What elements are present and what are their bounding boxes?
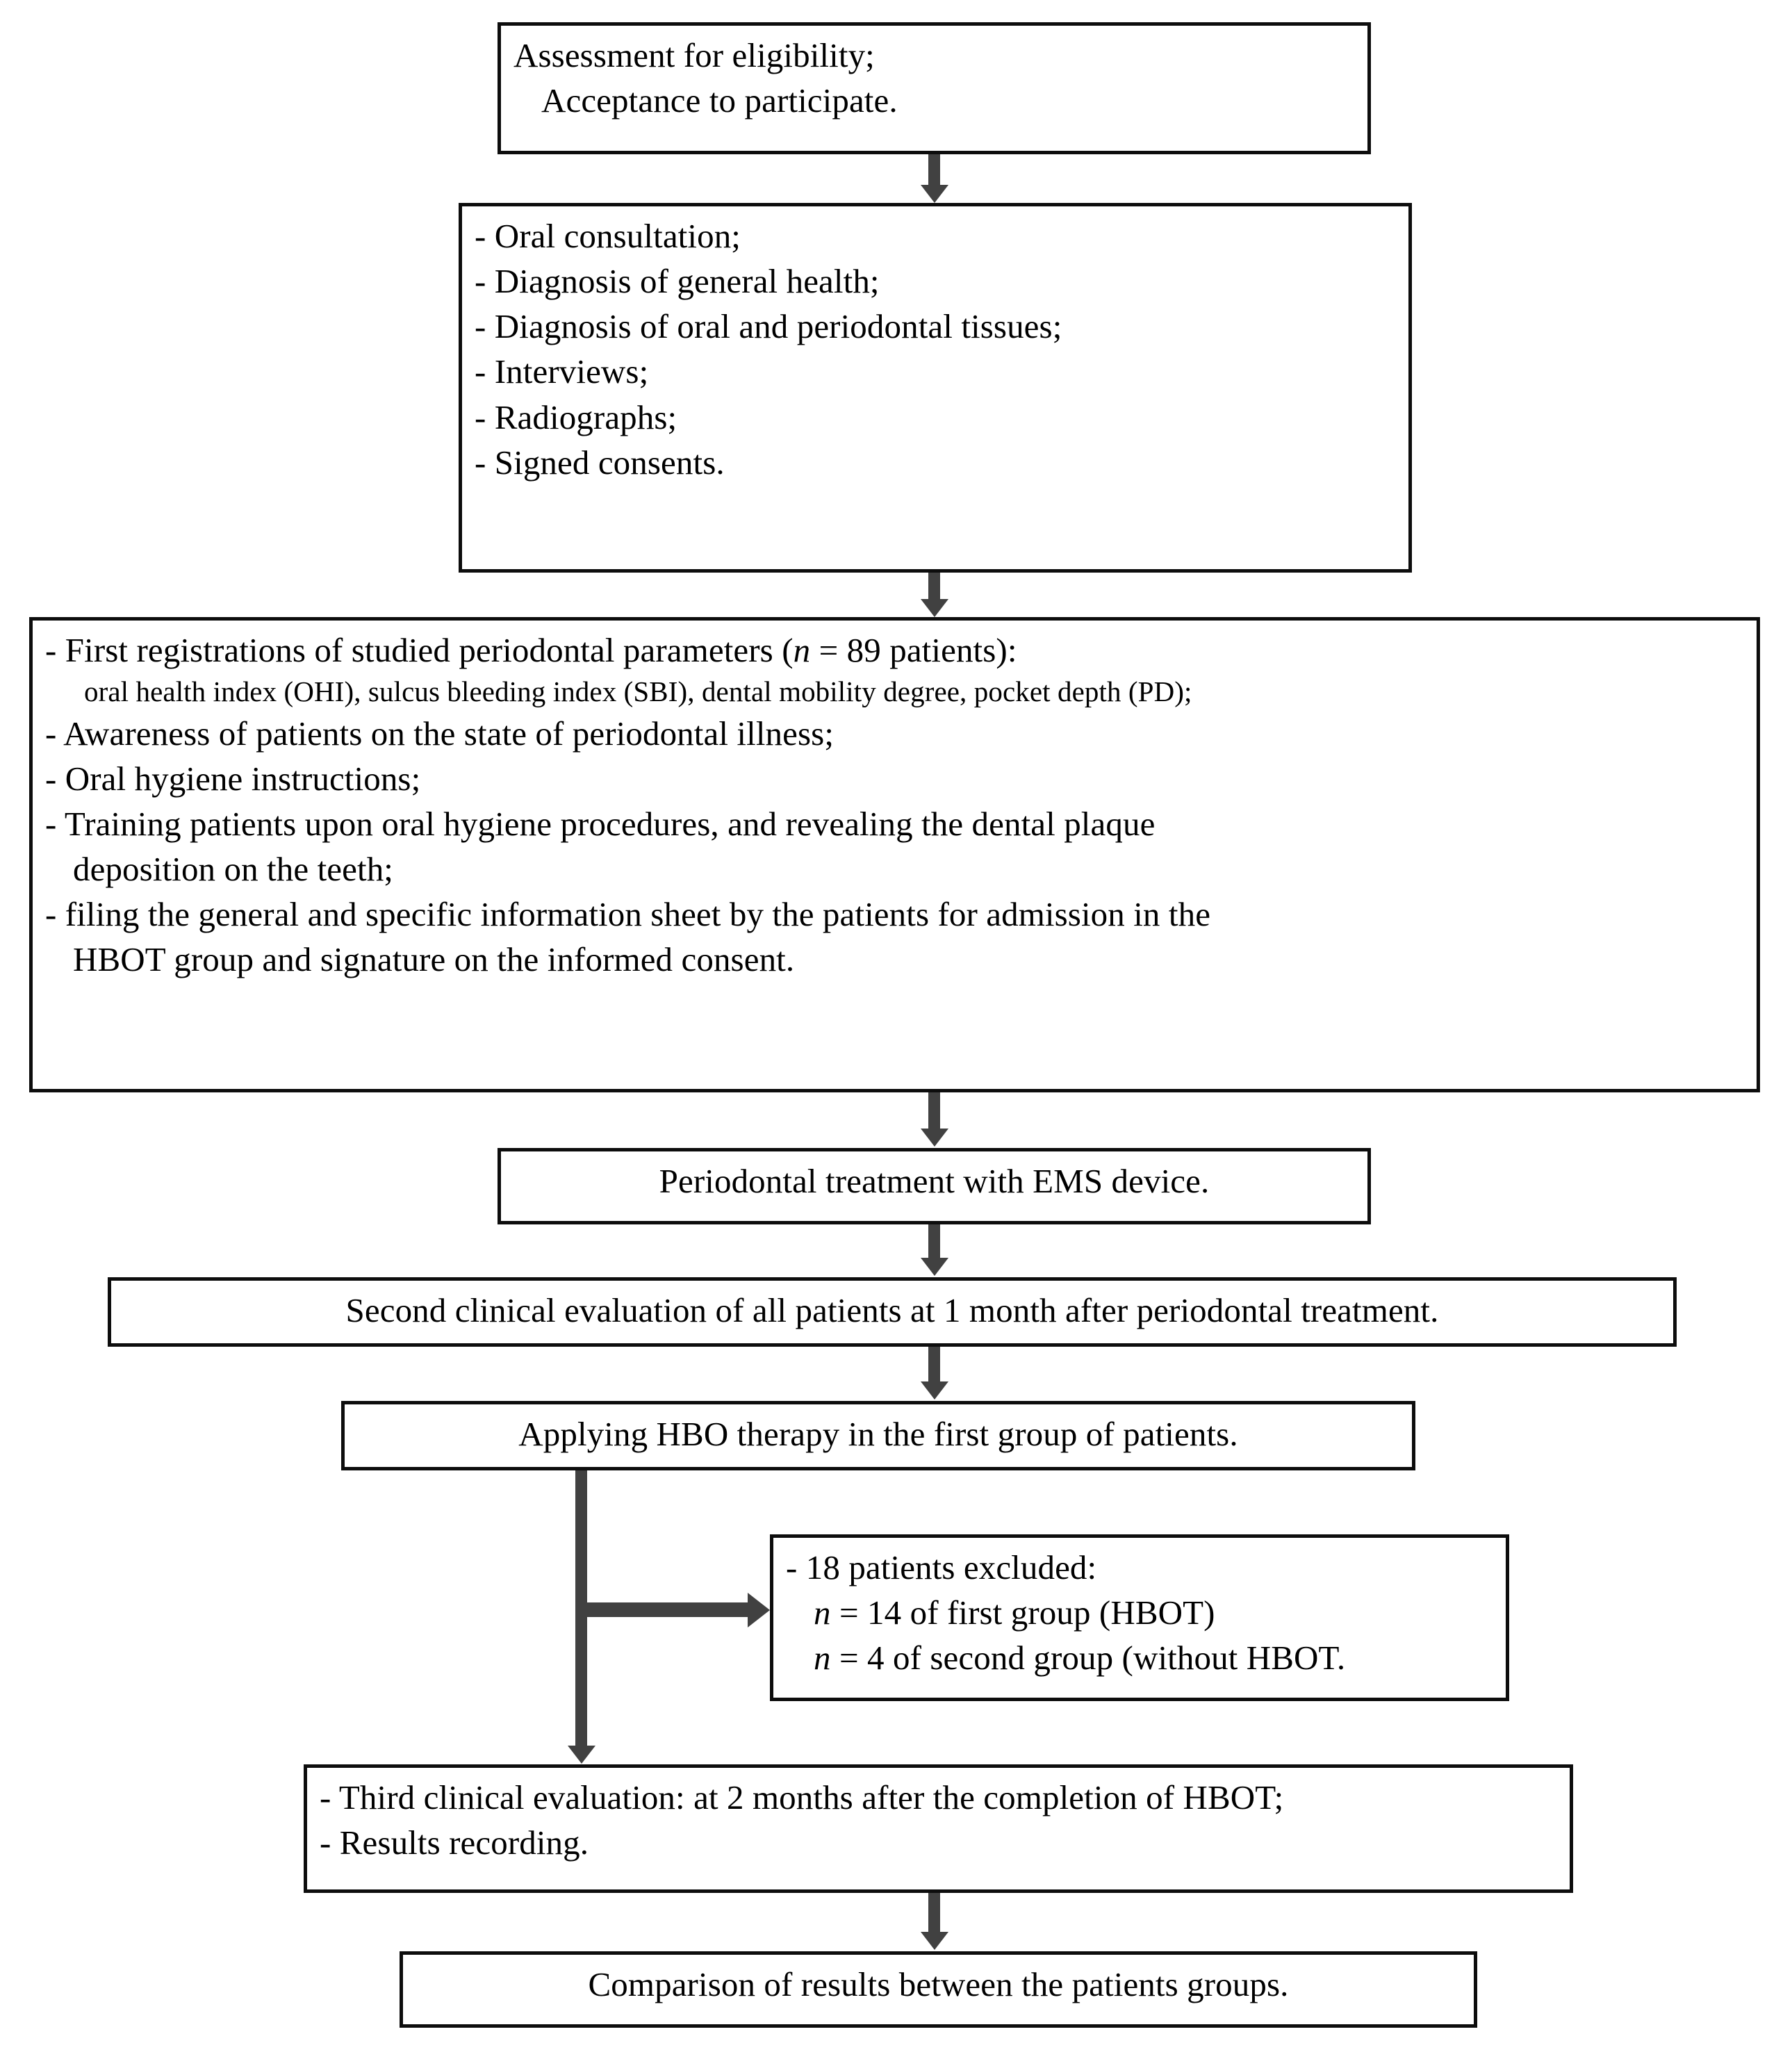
node-assessment-eligibility-line-2: Acceptance to participate.	[541, 81, 898, 120]
connector-branch-to-excluded	[584, 1602, 749, 1617]
node-periodontal-treatment-ems[interactable]: Periodontal treatment with EMS device.	[498, 1148, 1371, 1224]
node-second-clinical-evaluation-body: Second clinical evaluation of all patien…	[111, 1281, 1673, 1340]
node-comparison-of-results[interactable]: Comparison of results between the patien…	[400, 1951, 1477, 2028]
node-initial-workup-line-6: - Signed consents.	[475, 443, 725, 482]
node-first-registrations-line-3: - Awareness of patients on the state of …	[45, 714, 835, 753]
connector-hbo-to-third-eval	[575, 1470, 587, 1755]
connector-eligibility-to-workup	[928, 154, 940, 188]
node-patients-excluded-line-2: n = 14 of first group (HBOT)	[786, 1590, 1493, 1635]
node-first-registrations-line-5: - Training patients upon oral hygiene pr…	[45, 804, 1156, 843]
arrowhead-second-eval-to-hbo	[921, 1381, 948, 1400]
node-first-registrations-line-4: - Oral hygiene instructions;	[45, 759, 421, 798]
node-first-registrations-body: - First registrations of studied periodo…	[33, 621, 1757, 990]
node-first-registrations-line-1: - First registrations of studied periodo…	[45, 627, 1744, 673]
node-initial-workup-line-3: - Diagnosis of oral and periodontal tiss…	[475, 307, 1062, 346]
node-first-registrations-line-6: deposition on the teeth;	[73, 850, 394, 889]
node-applying-hbo-therapy-body: Applying HBO therapy in the first group …	[345, 1404, 1412, 1463]
node-third-clinical-evaluation-line-1: - Third clinical evaluation: at 2 months…	[320, 1778, 1284, 1816]
connector-ems-to-second-eval	[928, 1224, 940, 1259]
node-first-registrations-line-2: oral health index (OHI), sulcus bleeding…	[84, 675, 1192, 708]
node-comparison-of-results-line-1: Comparison of results between the patien…	[588, 1965, 1289, 2003]
node-second-clinical-evaluation[interactable]: Second clinical evaluation of all patien…	[108, 1277, 1677, 1347]
excl-line3-n-italic: n	[814, 1639, 831, 1677]
node-third-clinical-evaluation-line-2: - Results recording.	[320, 1823, 589, 1862]
node-patients-excluded[interactable]: - 18 patients excluded: n = 14 of first …	[770, 1534, 1509, 1701]
node-third-clinical-evaluation[interactable]: - Third clinical evaluation: at 2 months…	[304, 1764, 1573, 1893]
node-patients-excluded-line-3: n = 4 of second group (without HBOT.	[786, 1635, 1493, 1680]
node-first-registrations-line-8: HBOT group and signature on the informed…	[73, 940, 795, 979]
node-periodontal-treatment-ems-line-1: Periodontal treatment with EMS device.	[659, 1162, 1210, 1200]
connector-second-eval-to-hbo	[928, 1347, 940, 1383]
reg-line1-part-b: = 89 patients):	[810, 631, 1017, 669]
excl-line3-part-b: = 4 of second group (without HBOT.	[830, 1639, 1346, 1677]
node-second-clinical-evaluation-line-1: Second clinical evaluation of all patien…	[345, 1291, 1439, 1329]
excl-line2-n-italic: n	[814, 1593, 831, 1632]
node-initial-workup-line-1: - Oral consultation;	[475, 217, 741, 255]
node-third-clinical-evaluation-body: - Third clinical evaluation: at 2 months…	[307, 1768, 1570, 1872]
node-assessment-eligibility-line-1: Assessment for eligibility;	[513, 36, 875, 74]
reg-line1-n-italic: n	[793, 631, 811, 669]
node-patients-excluded-body: - 18 patients excluded: n = 14 of first …	[773, 1538, 1506, 1687]
node-comparison-of-results-body: Comparison of results between the patien…	[403, 1955, 1474, 2014]
node-periodontal-treatment-ems-body: Periodontal treatment with EMS device.	[501, 1151, 1367, 1211]
node-applying-hbo-therapy[interactable]: Applying HBO therapy in the first group …	[341, 1401, 1415, 1470]
connector-third-eval-to-comparison	[928, 1893, 940, 1933]
arrowhead-third-eval-to-comparison	[921, 1932, 948, 1950]
node-initial-workup-body: - Oral consultation; - Diagnosis of gene…	[462, 206, 1408, 492]
node-assessment-eligibility-body: Assessment for eligibility; Acceptance t…	[501, 26, 1367, 130]
node-initial-workup-line-5: - Radiographs;	[475, 397, 677, 436]
node-patients-excluded-line-1: - 18 patients excluded:	[786, 1548, 1097, 1586]
arrowhead-workup-to-registrations	[921, 599, 948, 617]
excl-line2-part-b: = 14 of first group (HBOT)	[830, 1593, 1215, 1632]
node-assessment-eligibility[interactable]: Assessment for eligibility; Acceptance t…	[498, 22, 1371, 154]
node-first-registrations[interactable]: - First registrations of studied periodo…	[29, 617, 1760, 1092]
arrowhead-branch-to-excluded	[748, 1593, 770, 1627]
node-initial-workup-line-4: - Interviews;	[475, 352, 649, 391]
arrowhead-eligibility-to-workup	[921, 185, 948, 203]
connector-workup-to-registrations	[928, 573, 940, 602]
reg-line1-part-a: - First registrations of studied periodo…	[45, 631, 794, 669]
node-applying-hbo-therapy-line-1: Applying HBO therapy in the first group …	[518, 1415, 1238, 1453]
connector-registrations-to-ems	[928, 1092, 940, 1130]
arrowhead-hbo-to-third-eval	[568, 1746, 595, 1764]
arrowhead-registrations-to-ems	[921, 1129, 948, 1147]
node-initial-workup[interactable]: - Oral consultation; - Diagnosis of gene…	[459, 203, 1412, 573]
node-first-registrations-line-7: - filing the general and specific inform…	[45, 895, 1211, 934]
node-initial-workup-line-2: - Diagnosis of general health;	[475, 262, 880, 301]
arrowhead-ems-to-second-eval	[921, 1258, 948, 1276]
